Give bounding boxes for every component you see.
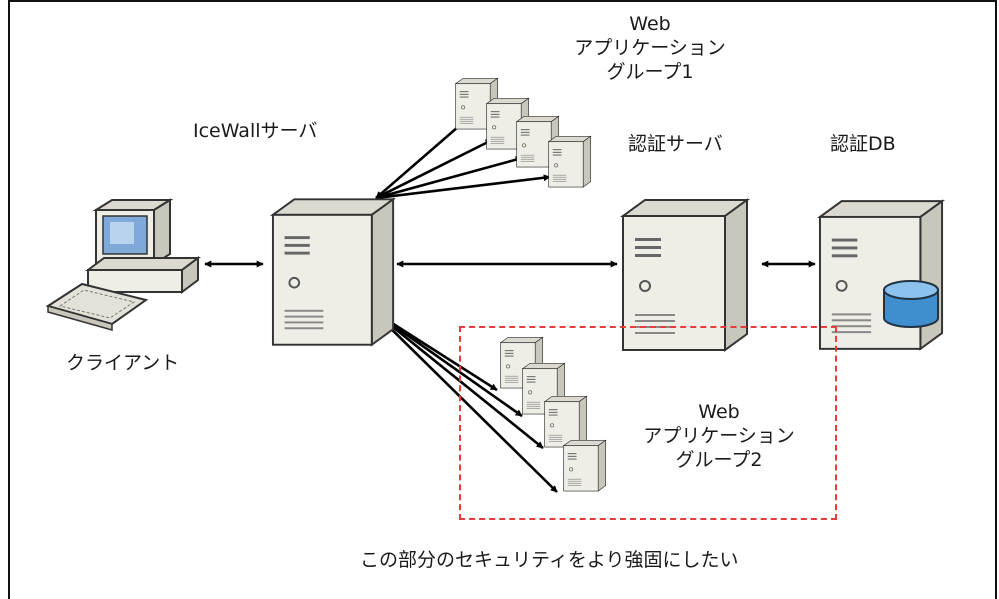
diagram-frame [8,0,997,599]
auth-db-icon [818,200,944,350]
auth-db-label: 認証DB [830,133,896,155]
web-group2-line3: グループ2 [675,449,763,471]
client-label: クライアント [66,352,180,374]
database-cylinder-icon [883,280,939,328]
web-group1-line1: Web [629,13,671,35]
auth-server-label: 認証サーバ [628,133,723,155]
icewall-label: IceWallサーバ [193,120,318,142]
connection-arrows [204,119,816,493]
arrow-web1-d [375,174,551,201]
arrow-web2-d [372,310,558,493]
caption-text: この部分のセキュリティをより強固にしたい [360,549,739,571]
web-group2-line2: アプリケーション [643,425,795,447]
web-group1-label: Web アプリケーション グループ1 [530,12,770,84]
web-group2-line1: Web [698,401,740,423]
web-group2-label: Web アプリケーション グループ2 [604,400,834,472]
web-group1-line2: アプリケーション [574,37,726,59]
security-target-box [459,326,837,520]
web-group1-line3: グループ1 [606,61,694,83]
icewall-server-icon [271,198,395,346]
client-pc-icon [45,198,201,331]
